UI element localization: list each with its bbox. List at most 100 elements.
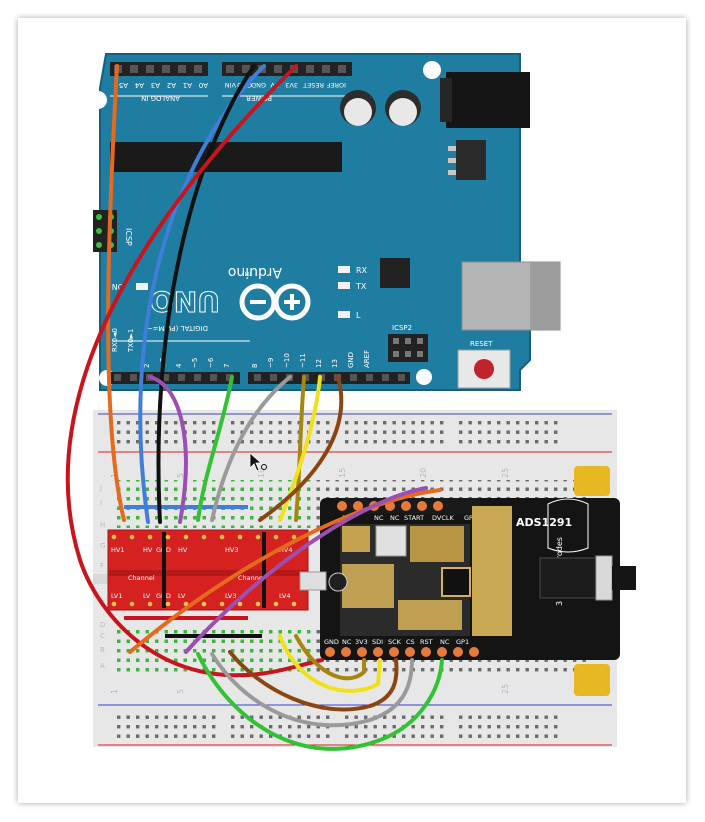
column-number: 1 bbox=[110, 689, 119, 694]
digital-pin-label: AREF bbox=[363, 350, 371, 368]
row-letter: A bbox=[100, 662, 105, 670]
digital-pin-label: 4 bbox=[175, 363, 183, 368]
column-number: 25 bbox=[501, 468, 510, 478]
wires bbox=[65, 64, 444, 751]
ecg-pin-label: RST bbox=[420, 638, 433, 646]
digital-pin-label: 8 bbox=[251, 364, 259, 368]
column-number: 15 bbox=[338, 468, 347, 478]
ecg-pin-label: START bbox=[404, 514, 424, 522]
trademark: TM bbox=[245, 270, 253, 276]
level-shifter-pin-label: HV4 bbox=[279, 546, 292, 554]
power-pin-label: VIN bbox=[225, 81, 236, 89]
analog-pin-label: A5 bbox=[119, 81, 128, 89]
row-letter: H bbox=[100, 521, 105, 529]
tx-led bbox=[338, 282, 350, 289]
audio-jack bbox=[539, 557, 597, 599]
arduino-brand: Arduino bbox=[228, 264, 282, 280]
reset-button[interactable] bbox=[457, 349, 511, 389]
row-letter: C bbox=[100, 632, 105, 640]
level-shifter-pin-label: LV bbox=[143, 592, 151, 600]
row-letter: B bbox=[100, 646, 105, 654]
circuit-diagram: A0 A1 A2 A3 A4 A5 ANALOG IN IOREF RESET … bbox=[65, 53, 636, 751]
level-shifter-module: HV1 HV GND HV HV3 HV4 LV1 LV GND LV LV3 … bbox=[107, 529, 309, 611]
brown-wire bbox=[228, 650, 399, 712]
olive-wire bbox=[294, 375, 306, 522]
analog-pin-label: A2 bbox=[167, 81, 176, 89]
heart-icon bbox=[547, 498, 589, 553]
on-led bbox=[136, 283, 148, 290]
level-shifter-pin-label: LV bbox=[178, 592, 186, 600]
gray-wire bbox=[210, 375, 292, 522]
row-letter: I bbox=[100, 499, 102, 507]
mounting-hole bbox=[416, 369, 432, 385]
channel-label: Channel bbox=[128, 574, 155, 582]
power-pin-label: IOREF bbox=[326, 81, 346, 89]
analog-pin-label: A0 bbox=[199, 81, 208, 89]
icsp2-label: ICSP2 bbox=[392, 324, 412, 332]
electrode-pad bbox=[574, 664, 610, 696]
column-number: 5 bbox=[176, 473, 185, 478]
diagram-frame: A0 A1 A2 A3 A4 A5 ANALOG IN IOREF RESET … bbox=[18, 18, 686, 803]
ecg-pin-label: NC bbox=[342, 638, 352, 646]
brown-wire bbox=[258, 375, 344, 522]
digital-pin-label: 2 bbox=[143, 364, 151, 368]
arduino-uno-board: A0 A1 A2 A3 A4 A5 ANALOG IN IOREF RESET … bbox=[89, 53, 561, 391]
olive-wire bbox=[294, 634, 366, 681]
ecg-pin-label: 3V3 bbox=[355, 638, 368, 646]
digital-pin-label: 13 bbox=[331, 359, 339, 368]
row-letter: D bbox=[100, 621, 105, 629]
uno-label: UNO bbox=[150, 285, 220, 318]
channel-label: Channel bbox=[238, 574, 265, 582]
ecg-pin-label: NC bbox=[440, 638, 450, 646]
green-wire bbox=[196, 375, 234, 522]
reset-button-cap[interactable] bbox=[474, 359, 494, 379]
level-shifter-pin-label: LV1 bbox=[111, 592, 123, 600]
microcontroller bbox=[110, 142, 342, 172]
arduino-logo bbox=[239, 283, 311, 321]
digital-pin-label: ~9 bbox=[267, 358, 275, 368]
power-pin-label: 3V3 bbox=[285, 81, 298, 89]
digital-pin-label: RX0◄0 bbox=[111, 328, 119, 352]
reset-label: RESET bbox=[470, 340, 493, 348]
column-number: 20 bbox=[419, 468, 428, 478]
voltage-regulator bbox=[456, 140, 486, 180]
digital-pin-label: ~10 bbox=[283, 353, 291, 368]
level-shifter-pin-label: HV bbox=[178, 546, 188, 554]
digital-pin-label: 7 bbox=[223, 364, 231, 368]
analog-pin-label: A3 bbox=[151, 81, 160, 89]
level-shifter-pin-label: LV3 bbox=[225, 592, 237, 600]
analog-header bbox=[110, 62, 208, 76]
analog-in-label: ANALOG IN bbox=[141, 94, 180, 102]
column-number: 10 bbox=[257, 468, 266, 478]
tx-label: TX bbox=[355, 282, 367, 291]
ecg-chip-label: ADS1291 bbox=[516, 516, 572, 529]
column-number: 5 bbox=[176, 689, 185, 694]
digital-pin-label: ~11 bbox=[299, 353, 307, 368]
ecg-pin-label: DVCLK bbox=[432, 514, 454, 522]
orange-wire bbox=[128, 488, 442, 654]
purple-wire bbox=[184, 486, 428, 654]
ecg-pin-label: SDI bbox=[372, 638, 383, 646]
row-letter: G bbox=[100, 542, 105, 550]
ecg-pin-label: GP1 bbox=[456, 638, 469, 646]
level-shifter-pin-label: HV1 bbox=[111, 546, 124, 554]
electrode-pad bbox=[574, 466, 610, 496]
power-label: POWER bbox=[246, 94, 272, 102]
analog-pin-label: A4 bbox=[134, 81, 144, 89]
ecg-pin-label: SCK bbox=[388, 638, 402, 646]
row-letter: J bbox=[99, 484, 102, 492]
rx-led bbox=[338, 266, 350, 273]
column-number: 25 bbox=[501, 684, 510, 694]
ecg-pin-label: GND bbox=[324, 638, 339, 646]
ecg-pin-label: CS bbox=[406, 638, 415, 646]
usb-controller-chip bbox=[380, 258, 410, 288]
ecg-pin-label: NC bbox=[374, 514, 384, 522]
purple-wire bbox=[148, 375, 188, 524]
yellow-wire bbox=[278, 634, 382, 693]
gray-wire bbox=[210, 652, 414, 728]
level-shifter-pin-label: LV4 bbox=[279, 592, 291, 600]
row-letter: F bbox=[100, 562, 104, 570]
l-label: L bbox=[356, 311, 361, 320]
red-wire bbox=[65, 64, 324, 678]
power-pin-label: GND bbox=[251, 81, 266, 89]
